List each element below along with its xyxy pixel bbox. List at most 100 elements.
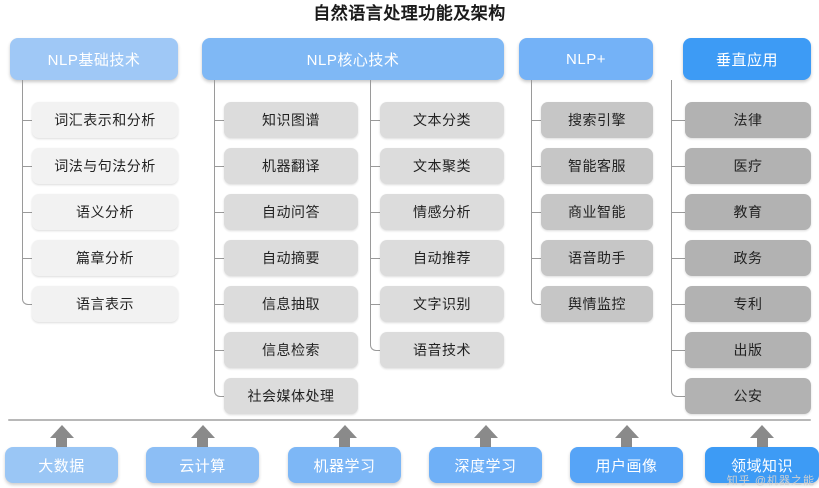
connector-stub (531, 212, 541, 213)
arrow-up-stem (621, 438, 632, 448)
column-header-label: 垂直应用 (715, 51, 778, 69)
leaf-item[interactable]: 机器翻译 (224, 148, 358, 184)
foundation-item-label: 领域知识 (730, 457, 793, 475)
arrow-up-icon (614, 425, 639, 438)
page-title: 自然语言处理功能及架构 (313, 4, 506, 23)
trunk-elbow-nlp-core-b (370, 344, 378, 351)
connector-stub (671, 212, 685, 213)
leaf-item[interactable]: 医疗 (685, 148, 811, 184)
leaf-item[interactable]: 自动推荐 (380, 240, 504, 276)
connector-stub (531, 166, 541, 167)
leaf-item-label: 知识图谱 (262, 112, 320, 128)
leaf-item-label: 自动问答 (262, 204, 320, 220)
trunk-elbow-nlp-core-a (214, 390, 222, 397)
leaf-item-label: 情感分析 (413, 204, 471, 220)
leaf-item[interactable]: 语音助手 (541, 240, 653, 276)
arrow-up-icon (750, 425, 774, 438)
connector-stub (678, 396, 685, 397)
leaf-item[interactable]: 信息抽取 (224, 286, 358, 322)
connector-stub (370, 212, 380, 213)
leaf-item[interactable]: 出版 (685, 332, 811, 368)
leaf-item[interactable]: 知识图谱 (224, 102, 358, 138)
trunk-elbow-nlp-basic (22, 298, 30, 305)
column-header-nlp-basic[interactable]: NLP基础技术 (10, 38, 178, 80)
foundation-item-label: 云计算 (179, 457, 226, 475)
foundation-item-label: 机器学习 (313, 457, 376, 475)
leaf-item[interactable]: 文本聚类 (380, 148, 504, 184)
arrow-up-icon (190, 425, 215, 438)
leaf-item[interactable]: 篇章分析 (32, 240, 178, 276)
leaf-item[interactable]: 法律 (685, 102, 811, 138)
connector-stub (531, 120, 541, 121)
connector-stub (671, 258, 685, 259)
leaf-item[interactable]: 舆情监控 (541, 286, 653, 322)
foundation-divider (8, 419, 811, 421)
trunk-line-vertical-app (671, 80, 672, 390)
connector-stub (214, 166, 224, 167)
foundation-item-label: 深度学习 (454, 457, 517, 475)
arrow-up-stem (756, 438, 768, 448)
leaf-item[interactable]: 智能客服 (541, 148, 653, 184)
leaf-item[interactable]: 公安 (685, 378, 811, 414)
column-header-label: NLP+ (566, 50, 606, 68)
leaf-item[interactable]: 社会媒体处理 (224, 378, 358, 414)
leaf-item-label: 社会媒体处理 (247, 388, 335, 404)
connector-stub (22, 120, 32, 121)
connector-stub (22, 258, 32, 259)
arrow-up-icon (332, 425, 357, 438)
column-header-nlp-core-a[interactable]: NLP核心技术 (202, 38, 504, 80)
leaf-item-label: 机器翻译 (262, 158, 320, 174)
foundation-item[interactable]: 大数据 (5, 447, 118, 483)
leaf-item[interactable]: 语言表示 (32, 286, 178, 322)
leaf-item-label: 搜索引擎 (568, 112, 626, 128)
leaf-item-label: 语音助手 (568, 250, 626, 266)
trunk-elbow-nlp-plus (531, 298, 539, 305)
arrow-up-stem (480, 438, 491, 448)
leaf-item[interactable]: 专利 (685, 286, 811, 322)
foundation-item[interactable]: 机器学习 (288, 447, 401, 483)
connector-stub (377, 350, 380, 351)
foundation-item-label: 用户画像 (595, 457, 658, 475)
leaf-item[interactable]: 教育 (685, 194, 811, 230)
leaf-item[interactable]: 文本分类 (380, 102, 504, 138)
leaf-item-label: 出版 (733, 342, 763, 358)
foundation-item[interactable]: 云计算 (146, 447, 259, 483)
leaf-item[interactable]: 政务 (685, 240, 811, 276)
leaf-item[interactable]: 词法与句法分析 (32, 148, 178, 184)
leaf-item[interactable]: 词汇表示和分析 (32, 102, 178, 138)
trunk-elbow-vertical-app (671, 390, 679, 397)
column-header-vertical-app[interactable]: 垂直应用 (683, 38, 811, 80)
column-header-label: NLP基础技术 (47, 51, 141, 69)
leaf-item-label: 教育 (733, 204, 763, 220)
foundation-item[interactable]: 深度学习 (429, 447, 542, 483)
connector-stub (214, 120, 224, 121)
arrow-up-icon (473, 425, 498, 438)
connector-stub (671, 166, 685, 167)
connector-stub (370, 258, 380, 259)
leaf-item[interactable]: 情感分析 (380, 194, 504, 230)
leaf-item[interactable]: 自动摘要 (224, 240, 358, 276)
column-header-nlp-plus[interactable]: NLP+ (519, 38, 653, 80)
leaf-item-label: 医疗 (733, 158, 763, 174)
leaf-item-label: 信息检索 (262, 342, 320, 358)
leaf-item-label: 信息抽取 (262, 296, 320, 312)
leaf-item[interactable]: 商业智能 (541, 194, 653, 230)
leaf-item[interactable]: 搜索引擎 (541, 102, 653, 138)
foundation-item[interactable]: 领域知识 (705, 447, 819, 483)
leaf-item[interactable]: 自动问答 (224, 194, 358, 230)
leaf-item[interactable]: 信息检索 (224, 332, 358, 368)
foundation-item[interactable]: 用户画像 (570, 447, 683, 483)
leaf-item[interactable]: 文字识别 (380, 286, 504, 322)
arrow-up-stem (197, 438, 208, 448)
connector-stub (29, 304, 32, 305)
watermark-text: 知乎 @机器之能 (726, 475, 815, 487)
leaf-item-label: 自动推荐 (413, 250, 471, 266)
connector-stub (221, 396, 224, 397)
leaf-item-label: 文本聚类 (413, 158, 471, 174)
leaf-item-label: 语言表示 (76, 296, 134, 312)
leaf-item[interactable]: 语音技术 (380, 332, 504, 368)
leaf-item-label: 语义分析 (76, 204, 134, 220)
leaf-item[interactable]: 语义分析 (32, 194, 178, 230)
leaf-item-label: 公安 (733, 388, 763, 404)
